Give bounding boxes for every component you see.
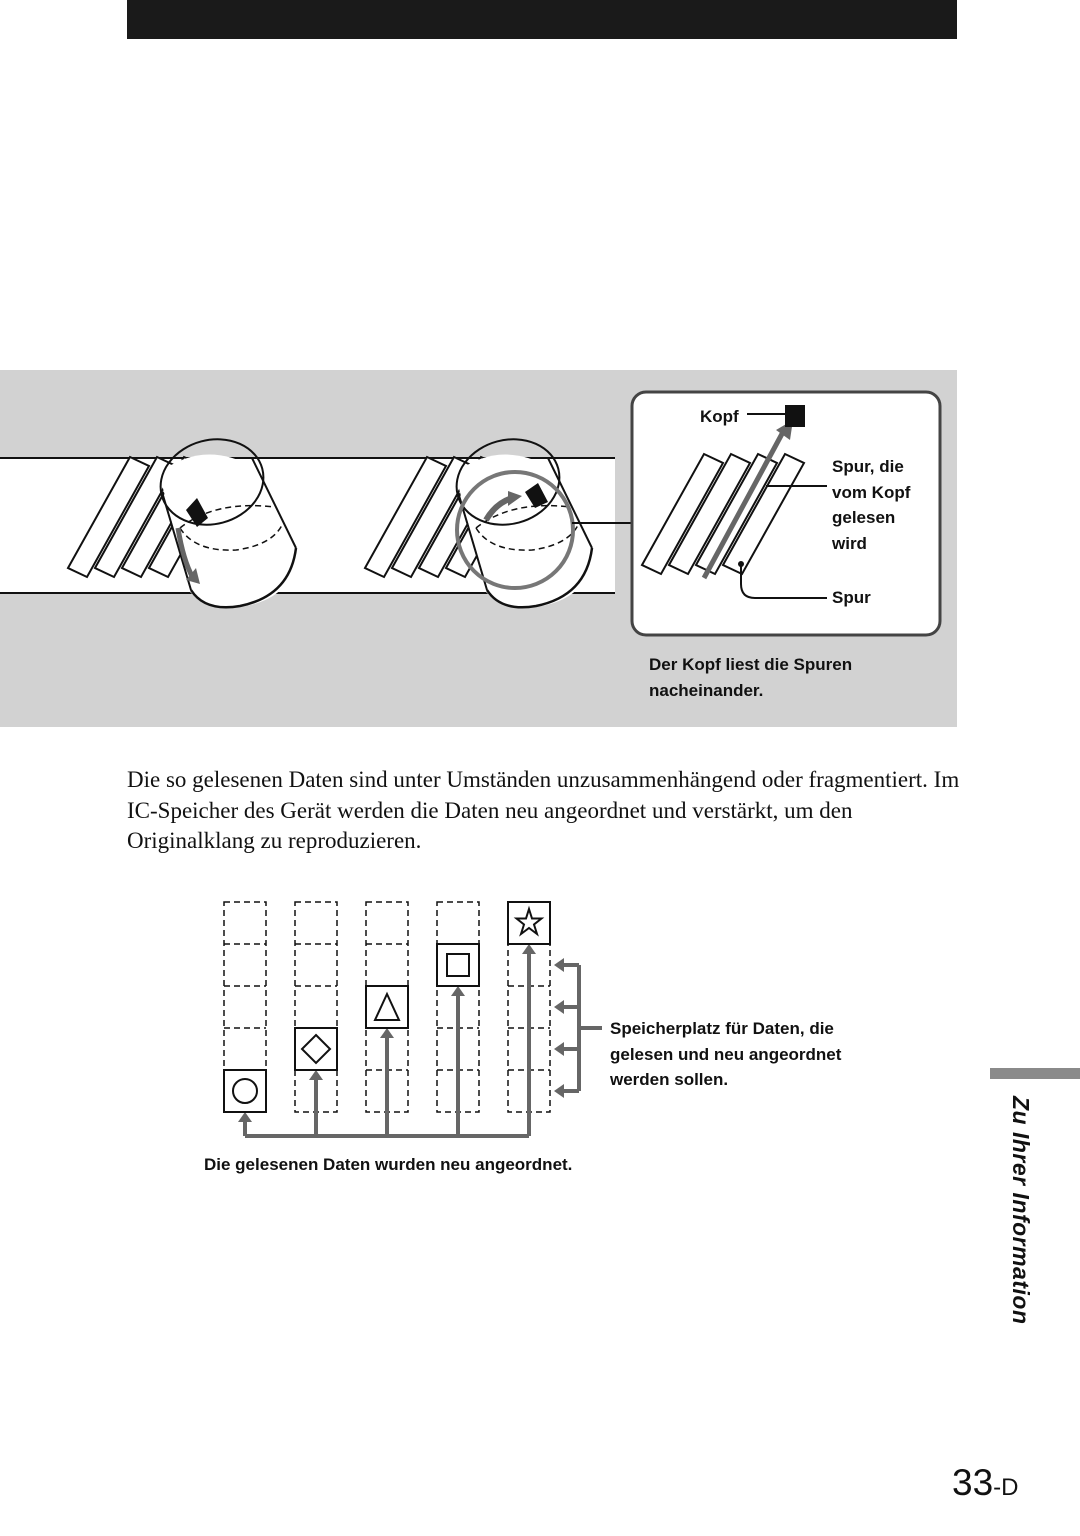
head-block-icon xyxy=(186,498,208,527)
side-tab-marker xyxy=(990,1068,1080,1079)
data-cell-circle xyxy=(223,1069,267,1113)
page-number-main: 33 xyxy=(952,1462,994,1503)
page-number: 33-D xyxy=(952,1462,1018,1504)
head-reading-figure: Kopf Spur, die vom Kopf gelesen wird Spu… xyxy=(0,370,957,727)
circle-icon xyxy=(232,1078,258,1104)
header-bar xyxy=(127,0,957,39)
label-spur: Spur xyxy=(832,588,871,607)
label-speicherplatz-3: werden sollen. xyxy=(610,1070,729,1089)
figure1-caption-line2: nacheinander. xyxy=(649,680,764,700)
section-side-tab: Zu Ihrer Information xyxy=(1008,1096,1034,1325)
magnify-circle xyxy=(455,470,575,590)
head-drum-diagram xyxy=(0,390,942,637)
inset-box xyxy=(630,390,942,637)
data-cell-square xyxy=(436,943,480,987)
page-number-suffix: -D xyxy=(993,1474,1019,1501)
label-spur-gelesen-1: Spur, die xyxy=(832,457,904,476)
label-kopf: Kopf xyxy=(700,407,739,426)
head-block-icon xyxy=(525,483,548,508)
body-paragraph: Die so gelesenen Daten sind unter Umstän… xyxy=(127,767,960,853)
figure1-caption-line1: Der Kopf liest die Spuren xyxy=(649,655,853,674)
memory-diagram xyxy=(223,901,602,1138)
storage-bracket xyxy=(554,958,602,1098)
diamond-icon xyxy=(300,1033,332,1065)
triangle-icon xyxy=(373,991,401,1021)
label-spur-gelesen-2: vom Kopf xyxy=(832,482,911,502)
square-icon xyxy=(446,953,470,977)
memory-rearrangement-figure: Speicherplatz für Daten, die gelesen und… xyxy=(190,890,890,1190)
label-speicherplatz-1: Speicherplatz für Daten, die xyxy=(610,1019,834,1038)
star-icon xyxy=(513,905,545,937)
label-speicherplatz-2: gelesen und neu angeordnet xyxy=(610,1044,842,1064)
head-drum-center xyxy=(455,438,594,609)
head-drum-left xyxy=(159,438,298,609)
label-spur-gelesen-4: wird xyxy=(832,533,867,553)
label-spur-gelesen-3: gelesen xyxy=(832,508,896,527)
figure2-caption: Die gelesenen Daten wurden neu angeordne… xyxy=(204,1155,573,1174)
head-icon xyxy=(785,405,805,427)
